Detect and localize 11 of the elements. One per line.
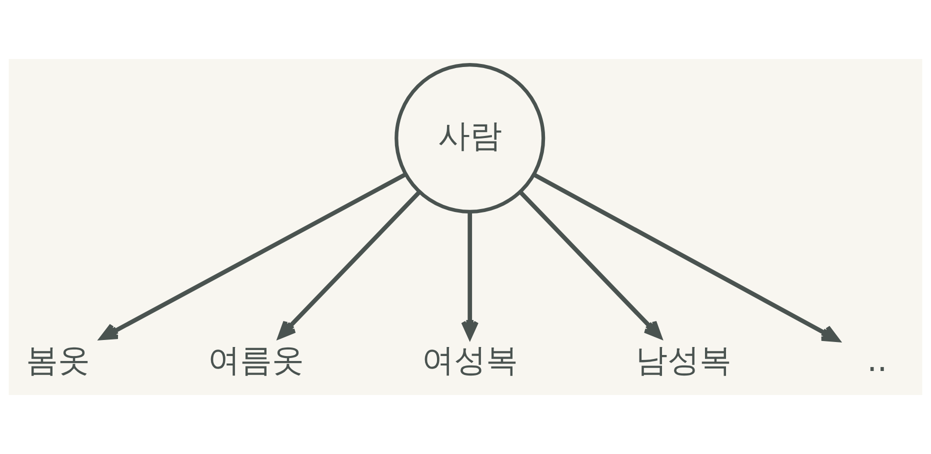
node-text: ..: [866, 341, 888, 380]
node-circle: 사람: [394, 63, 546, 214]
arrow: [518, 190, 662, 339]
arrow: [100, 172, 407, 340]
node-text: 여름옷: [208, 341, 304, 380]
node-text: 남성복: [636, 341, 732, 380]
arrow: [278, 190, 421, 339]
arrow: [532, 172, 840, 342]
node-text: 여성복: [422, 341, 518, 380]
arrow: [461, 212, 479, 339]
node-text: 봄옷: [26, 341, 90, 380]
